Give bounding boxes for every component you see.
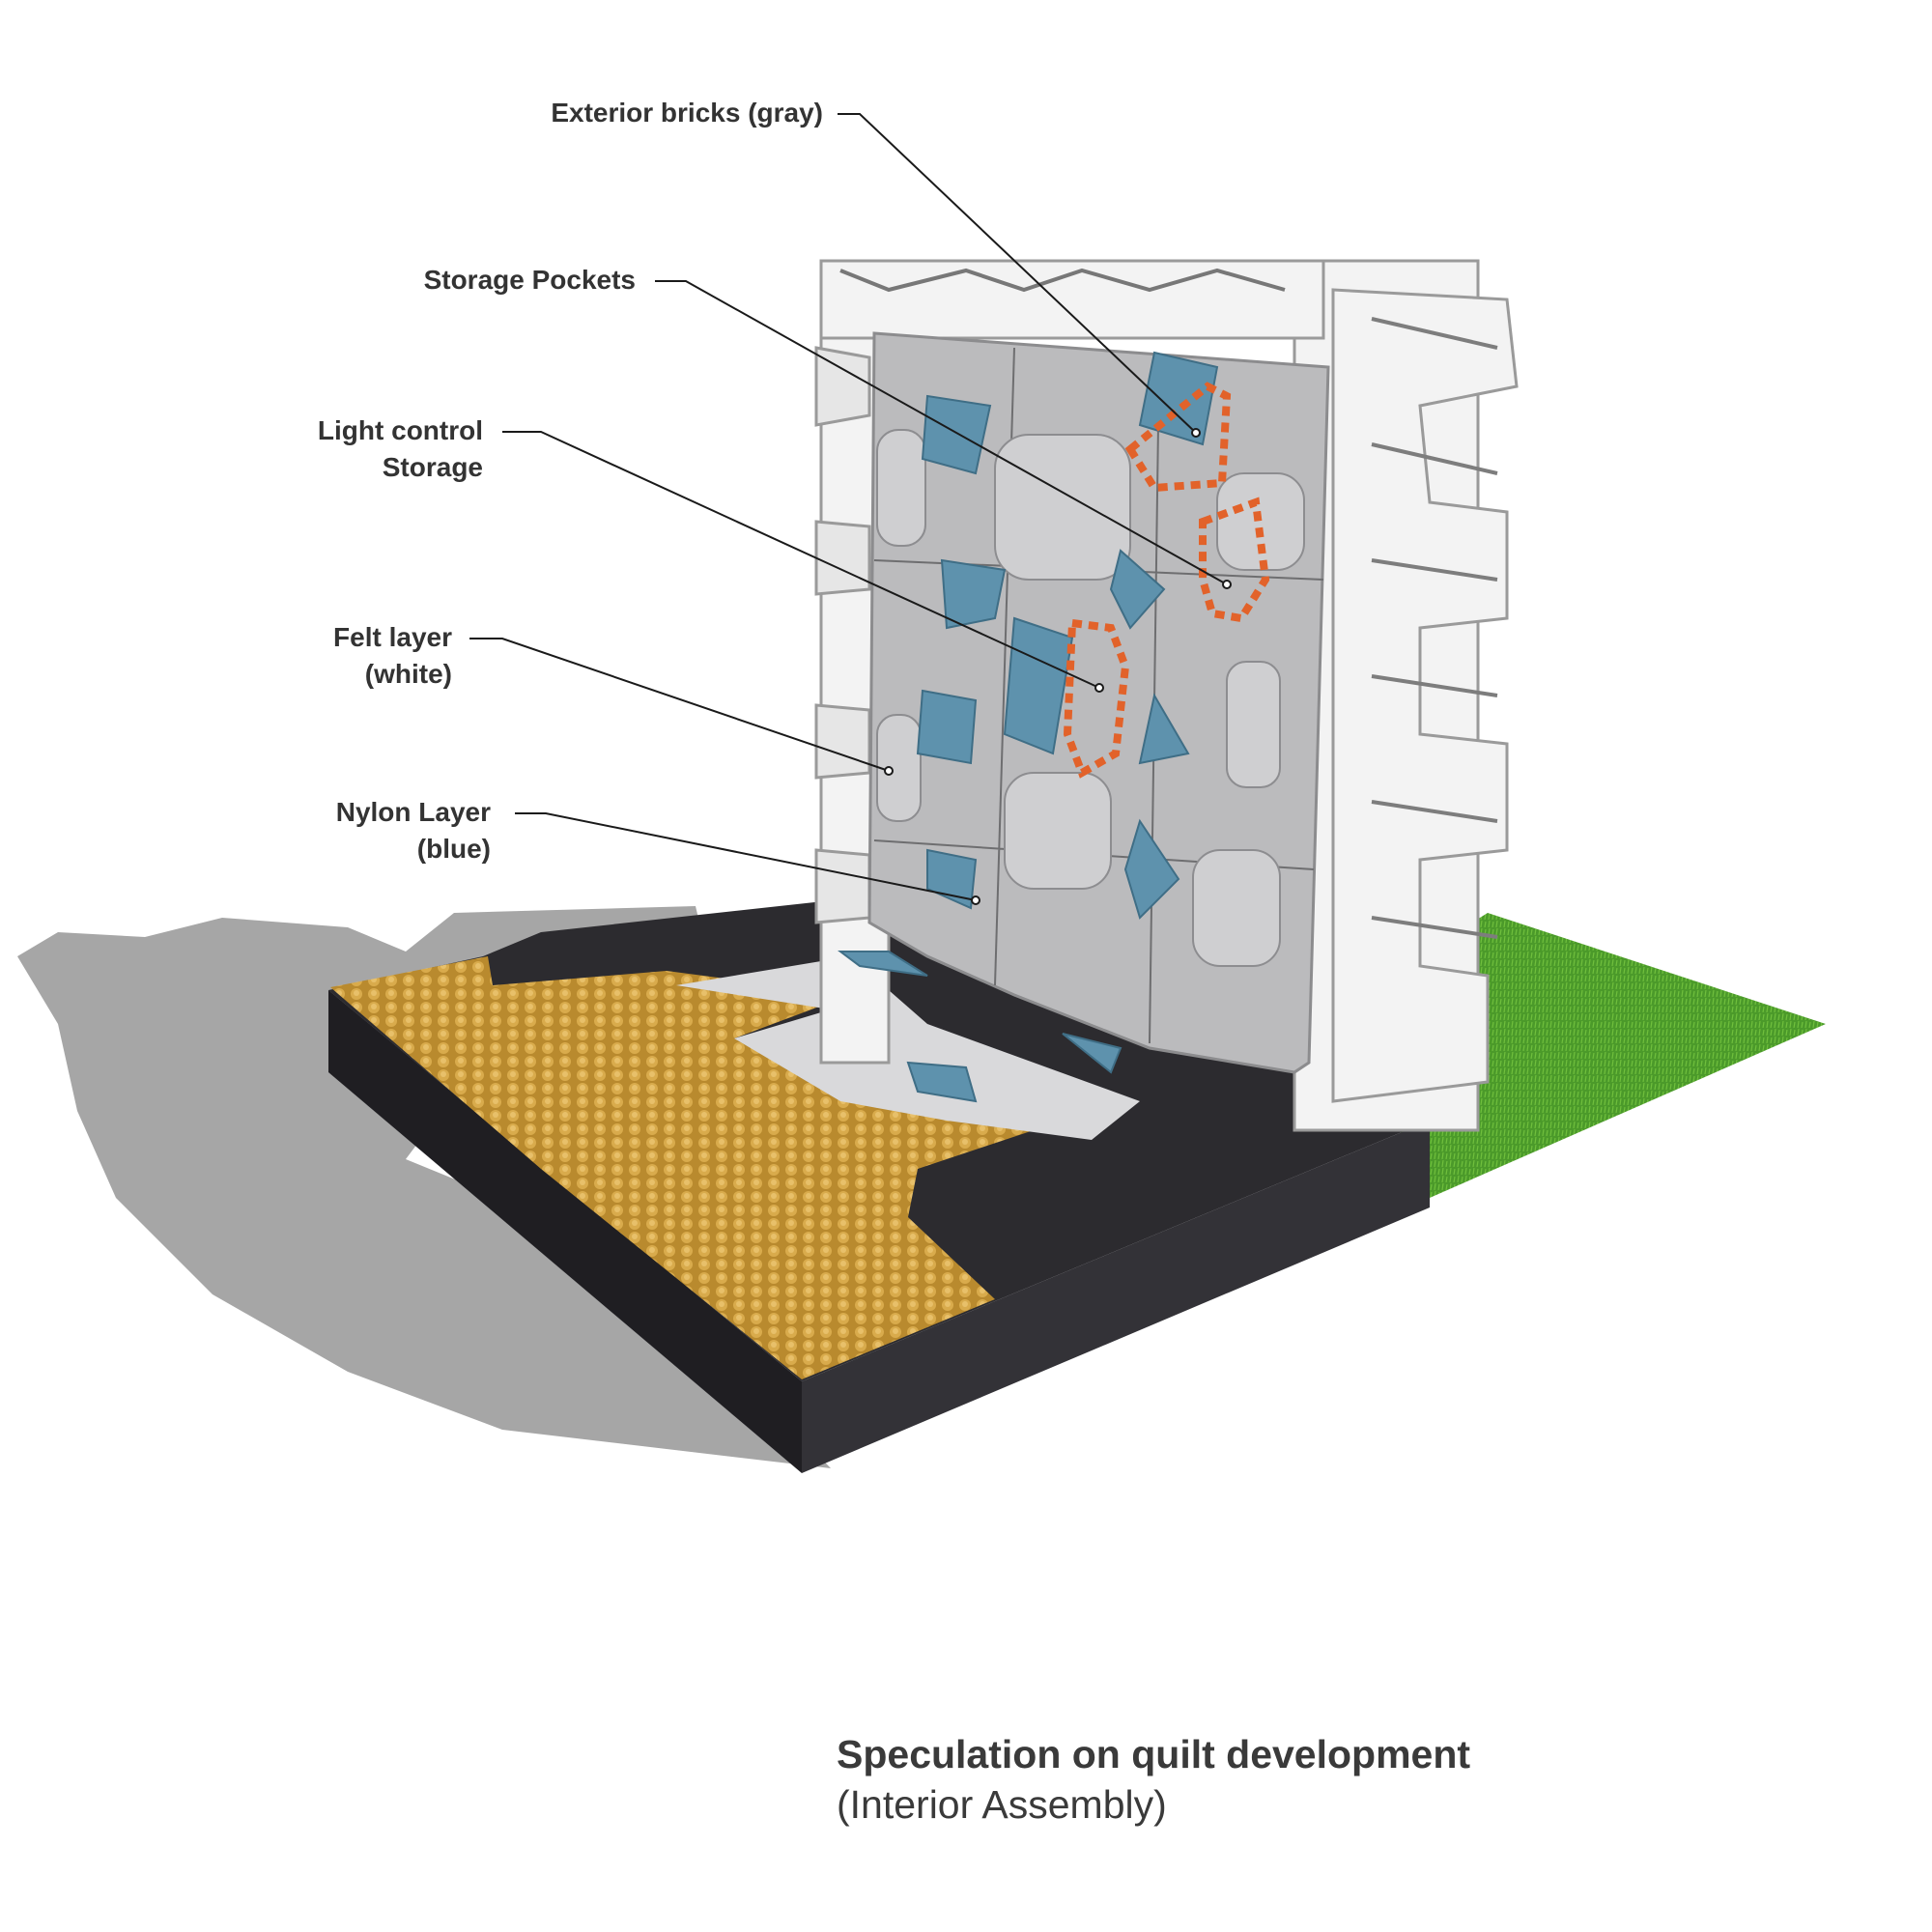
caption-title: Speculation on quilt development bbox=[837, 1732, 1471, 1776]
label-light-control-line2: Storage bbox=[382, 452, 483, 482]
highlight-outlines bbox=[1063, 382, 1270, 779]
label-nylon-layer: Nylon Layer (blue) bbox=[336, 794, 491, 867]
label-light-control: Light control Storage bbox=[318, 412, 483, 486]
label-storage-pockets: Storage Pockets bbox=[424, 262, 636, 298]
leader-lines bbox=[469, 113, 1228, 901]
label-exterior-bricks-text: Exterior bricks (gray) bbox=[551, 98, 823, 128]
label-nylon-layer-line2: (blue) bbox=[416, 834, 491, 864]
felt-floor bbox=[676, 956, 1140, 1140]
cork-floor bbox=[330, 956, 1063, 1379]
label-felt-layer-line1: Felt layer bbox=[333, 622, 452, 652]
caption-subtitle: (Interior Assembly) bbox=[837, 1782, 1167, 1827]
label-nylon-layer-line1: Nylon Layer bbox=[335, 797, 491, 827]
leader-dots bbox=[884, 428, 1232, 905]
label-storage-pockets-text: Storage Pockets bbox=[423, 265, 636, 295]
label-exterior-bricks: Exterior bricks (gray) bbox=[551, 95, 823, 131]
label-felt-layer-line2: (white) bbox=[364, 659, 452, 689]
storage-pillows bbox=[876, 429, 1305, 967]
floor-slab-side bbox=[802, 1121, 1430, 1473]
cast-shadow bbox=[17, 906, 831, 1468]
exterior-bricks bbox=[814, 259, 1519, 1132]
nylon-layer bbox=[838, 351, 1219, 1103]
figure-caption: Speculation on quilt development (Interi… bbox=[837, 1729, 1470, 1830]
floor-slab-front bbox=[328, 990, 802, 1473]
label-light-control-line1: Light control bbox=[317, 415, 483, 445]
label-felt-layer: Felt layer (white) bbox=[333, 619, 452, 693]
